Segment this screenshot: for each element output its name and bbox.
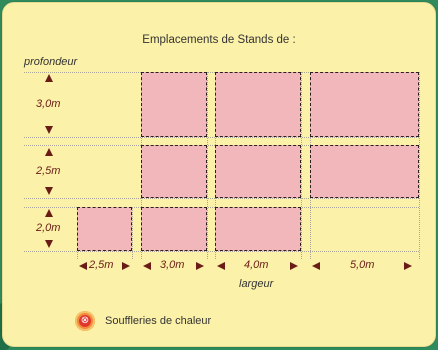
depth-label: 2,0m: [36, 222, 61, 234]
heater-icon: ⊗: [75, 311, 95, 331]
stand-3x2-5[interactable]: [141, 145, 207, 198]
axis-label-width: largeur: [239, 278, 274, 290]
width-label: 4,0m: [244, 259, 269, 271]
legend-label: Souffleries de chaleur: [105, 315, 212, 327]
arrow-up-icon: [45, 148, 53, 156]
axis-label-depth: profondeur: [24, 56, 78, 68]
width-label: 3,0m: [160, 259, 185, 271]
stand-4x2-5[interactable]: [215, 145, 301, 198]
grid-line: [24, 198, 419, 199]
stand-3x3[interactable]: [141, 72, 207, 137]
width-label: 2,5m: [89, 259, 114, 271]
stand-5x3[interactable]: [310, 72, 419, 137]
arrow-right-icon: [290, 262, 298, 270]
depth-label: 3,0m: [36, 98, 61, 110]
grid-line: [419, 72, 420, 259]
grid-line: [207, 72, 208, 259]
width-label: 5,0m: [350, 259, 375, 271]
grid-line: [132, 207, 133, 259]
grid-line: [24, 137, 419, 138]
diagram-title: Emplacements de Stands de :: [142, 34, 296, 46]
arrow-left-icon: [312, 262, 320, 270]
arrow-left-icon: [217, 262, 225, 270]
arrow-right-icon: [404, 262, 412, 270]
stand-3x2[interactable]: [141, 207, 207, 251]
stand-4x2[interactable]: [215, 207, 301, 251]
depth-label: 2,5m: [36, 165, 61, 177]
arrow-left-icon: [143, 262, 151, 270]
arrow-down-icon: [45, 240, 53, 248]
heater-icon-symbol: ⊗: [79, 315, 91, 327]
arrow-right-icon: [196, 262, 204, 270]
arrow-right-icon: [122, 262, 130, 270]
grid-line: [24, 251, 419, 252]
stand-4x3[interactable]: [215, 72, 301, 137]
arrow-up-icon: [45, 209, 53, 217]
arrow-down-icon: [45, 126, 53, 134]
arrow-up-icon: [45, 74, 53, 82]
arrow-down-icon: [45, 187, 53, 195]
stand-5x2-5[interactable]: [310, 145, 419, 198]
arrow-left-icon: [79, 262, 87, 270]
grid-line: [301, 72, 302, 259]
stand-2-5x2[interactable]: [77, 207, 132, 251]
